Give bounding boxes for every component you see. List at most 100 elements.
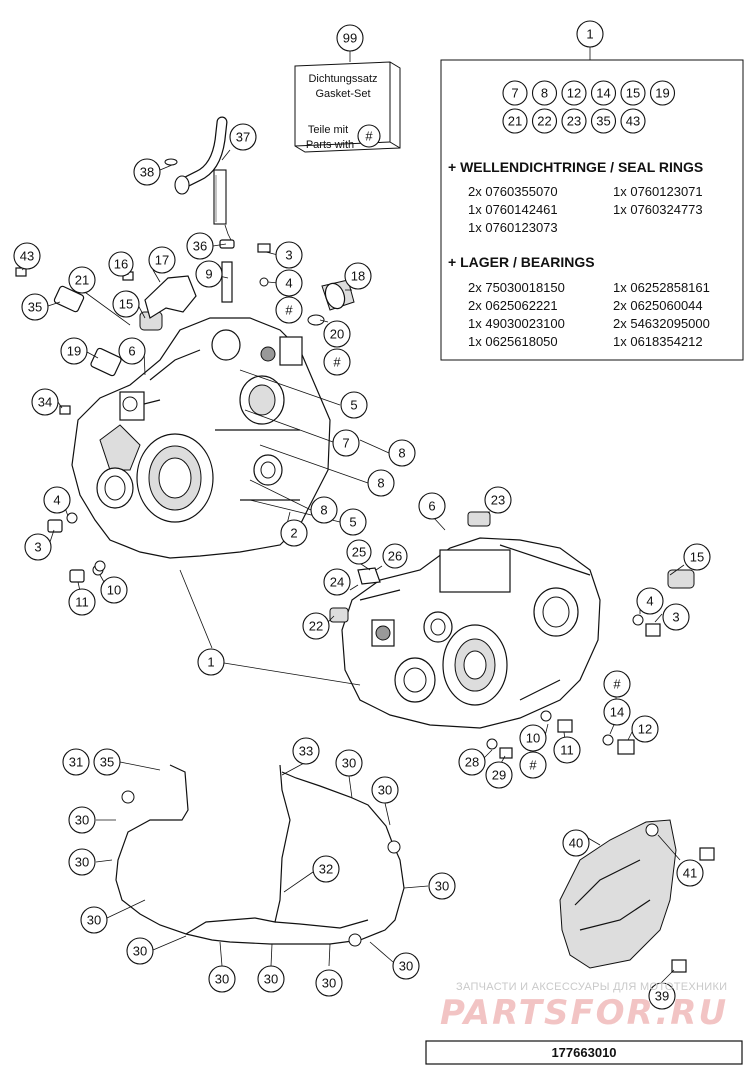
callout-30-j[interactable]: 30 (392, 952, 420, 980)
callout-40[interactable]: 40 (562, 829, 590, 857)
included-part-7[interactable]: 7 (502, 80, 528, 106)
callout-8-a[interactable]: 8 (388, 439, 416, 467)
callout-5-upper[interactable]: 5 (340, 391, 368, 419)
included-part-12[interactable]: 12 (561, 80, 587, 106)
callout-30-d[interactable]: 30 (68, 848, 96, 876)
callout-30-i[interactable]: 30 (315, 969, 343, 997)
callout-17[interactable]: 17 (148, 246, 176, 274)
callout-7[interactable]: 7 (332, 429, 360, 457)
callout-28[interactable]: 28 (458, 748, 486, 776)
svg-text:35: 35 (596, 114, 610, 129)
callout-31[interactable]: 31 (62, 748, 90, 776)
included-part-21[interactable]: 21 (502, 108, 528, 134)
included-part-35[interactable]: 35 (590, 108, 617, 134)
callout-38[interactable]: 38 (133, 158, 161, 186)
watermark-logo: PARTSFOR.RU (440, 993, 728, 1033)
callout-9[interactable]: 9 (195, 260, 223, 288)
callout-23[interactable]: 23 (484, 486, 512, 514)
callout-21[interactable]: 21 (68, 266, 96, 294)
legend-callout-1[interactable]: 1 (576, 20, 604, 48)
callout-37[interactable]: 37 (229, 123, 257, 151)
callout-34[interactable]: 34 (31, 388, 59, 416)
callout-3-top[interactable]: 3 (275, 241, 303, 269)
callout-30-g[interactable]: 30 (208, 965, 236, 993)
included-part-8[interactable]: 8 (531, 80, 558, 106)
callout-32[interactable]: 32 (312, 855, 340, 883)
callout-25[interactable]: 25 (346, 539, 372, 565)
callout-10-left[interactable]: 10 (100, 576, 128, 604)
callout-30-k[interactable]: 30 (428, 872, 456, 900)
callout-19[interactable]: 19 (60, 337, 88, 365)
callout-1[interactable]: 1 (197, 648, 225, 676)
svg-text:31: 31 (69, 755, 83, 770)
included-part-19[interactable]: 19 (649, 80, 676, 106)
svg-text:#: # (613, 677, 621, 692)
svg-text:36: 36 (193, 239, 207, 254)
callout-18[interactable]: 18 (344, 262, 372, 290)
callout-30-b[interactable]: 30 (371, 776, 399, 804)
callout-8-b[interactable]: 8 (367, 469, 395, 497)
callout-30-a[interactable]: 30 (335, 749, 363, 777)
callout-39[interactable]: 39 (648, 982, 676, 1010)
callout-41[interactable]: 41 (676, 859, 704, 887)
svg-text:8: 8 (377, 476, 384, 491)
callout-15-left[interactable]: 15 (112, 290, 140, 318)
svg-text:8: 8 (541, 86, 548, 101)
callout-29[interactable]: 29 (485, 761, 513, 789)
callout-30-e[interactable]: 30 (80, 906, 108, 934)
callout-6-right[interactable]: 6 (418, 492, 446, 520)
callout-4-left[interactable]: 4 (43, 486, 71, 514)
included-part-22[interactable]: 22 (531, 108, 558, 134)
callout-35-top[interactable]: 35 (21, 293, 49, 321)
callout-36[interactable]: 36 (186, 232, 214, 260)
callout-11-right[interactable]: 11 (553, 736, 581, 764)
svg-text:34: 34 (38, 395, 52, 410)
svg-text:30: 30 (215, 972, 229, 987)
callout-4-right[interactable]: 4 (636, 587, 664, 615)
svg-text:38: 38 (140, 165, 154, 180)
svg-text:43: 43 (20, 249, 34, 264)
callout-hash-d[interactable]: # (519, 751, 547, 779)
callout-30-f[interactable]: 30 (126, 937, 154, 965)
callout-hash-a[interactable]: # (275, 296, 303, 324)
svg-text:25: 25 (352, 545, 366, 560)
callout-5-lower[interactable]: 5 (339, 508, 367, 536)
callout-26[interactable]: 26 (382, 543, 408, 569)
svg-text:19: 19 (67, 344, 81, 359)
callout-12[interactable]: 12 (631, 715, 659, 743)
callout-16[interactable]: 16 (108, 251, 134, 277)
svg-text:12: 12 (567, 86, 581, 101)
included-part-15[interactable]: 15 (620, 80, 646, 106)
callout-33[interactable]: 33 (292, 737, 320, 765)
svg-text:17: 17 (155, 253, 169, 268)
small-parts (15, 243, 695, 759)
callout-14[interactable]: 14 (603, 698, 631, 726)
callout-30-c[interactable]: 30 (68, 806, 96, 834)
callout-8-c[interactable]: 8 (310, 496, 338, 524)
included-part-23[interactable]: 23 (561, 108, 587, 134)
svg-text:20: 20 (330, 327, 344, 342)
callout-6-left[interactable]: 6 (118, 337, 146, 365)
callout-35-bottom[interactable]: 35 (93, 748, 121, 776)
callout-15-right[interactable]: 15 (683, 543, 711, 571)
callout-hash-c[interactable]: # (603, 670, 631, 698)
callout-3-left[interactable]: 3 (24, 533, 52, 561)
callout-24[interactable]: 24 (323, 568, 351, 596)
callout-30-h[interactable]: 30 (257, 965, 285, 993)
callout-2[interactable]: 2 (280, 519, 308, 547)
callout-11-left[interactable]: 11 (68, 588, 96, 616)
callout-22[interactable]: 22 (302, 612, 330, 640)
callout-hash-b[interactable]: # (323, 348, 351, 376)
callout-43[interactable]: 43 (13, 242, 41, 270)
watermark: ЗАПЧАСТИ И АКСЕССУАРЫ ДЛЯ МОТОТЕХНИКИ PA… (440, 981, 728, 1033)
callout-3-right[interactable]: 3 (662, 603, 690, 631)
included-part-14[interactable]: 14 (590, 80, 617, 106)
callout-10-right[interactable]: 10 (519, 724, 547, 752)
svg-text:43: 43 (626, 114, 640, 129)
callout-99[interactable]: 99 (336, 24, 364, 52)
svg-text:8: 8 (320, 503, 327, 518)
included-part-43[interactable]: 43 (620, 108, 646, 134)
callout-4-top[interactable]: 4 (275, 269, 303, 297)
callout-20[interactable]: 20 (323, 320, 351, 348)
svg-text:4: 4 (285, 276, 292, 291)
